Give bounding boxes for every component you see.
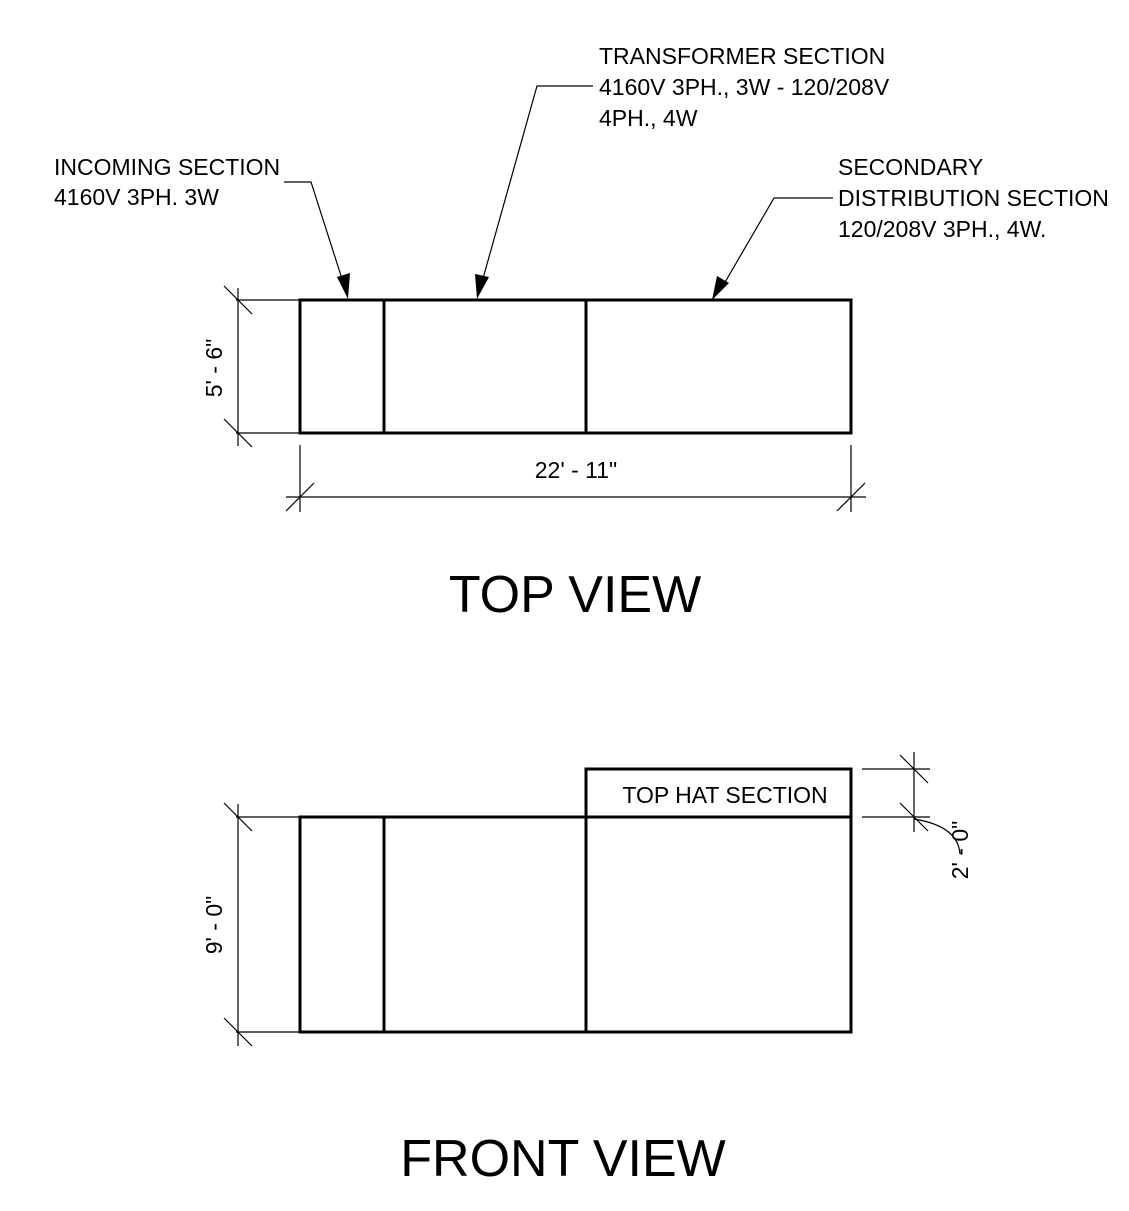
transformer-line-3: 4PH., 4W (599, 105, 698, 131)
height-dimension-text: 9' - 0" (201, 896, 227, 955)
incoming-line-2: 4160V 3PH. 3W (54, 184, 219, 210)
depth-dimension-text: 5' - 6" (201, 339, 227, 398)
top-view-enclosure (298, 298, 853, 435)
arrow-icon (337, 273, 350, 299)
depth-dimension: 5' - 6" (201, 285, 300, 448)
length-dimension: 22' - 11" (285, 445, 866, 512)
incoming-line-1: INCOMING SECTION (54, 154, 280, 180)
top-view-title: TOP VIEW (449, 566, 701, 624)
secondary-section-callout: SECONDARY DISTRIBUTION SECTION 120/208V … (712, 154, 1109, 300)
arrow-icon (475, 274, 489, 299)
front-view-enclosure (298, 815, 853, 1034)
top-view: 5' - 6" 22' - 11" INCOMING SECTION 4160V… (54, 43, 1109, 624)
secondary-line-3: 120/208V 3PH., 4W. (838, 216, 1046, 242)
top-hat-label: TOP HAT SECTION (622, 782, 827, 808)
transformer-section-callout: TRANSFORMER SECTION 4160V 3PH., 3W - 120… (475, 43, 890, 299)
secondary-line-2: DISTRIBUTION SECTION (838, 185, 1109, 211)
top-hat-dimension: 2' - 0" (862, 752, 973, 879)
arrow-icon (712, 276, 729, 300)
length-dimension-text: 22' - 11" (535, 457, 617, 483)
top-hat-dimension-text: 2' - 0" (947, 821, 973, 880)
transformer-line-1: TRANSFORMER SECTION (599, 43, 885, 69)
incoming-section-callout: INCOMING SECTION 4160V 3PH. 3W (54, 154, 350, 299)
transformer-line-2: 4160V 3PH., 3W - 120/208V (599, 74, 890, 100)
secondary-line-1: SECONDARY (838, 154, 983, 180)
top-hat-section (584, 767, 853, 819)
height-dimension: 9' - 0" (201, 802, 300, 1047)
front-view: TOP HAT SECTION 9' - 0" 2' - 0" FRONT VI… (201, 752, 973, 1188)
front-view-title: FRONT VIEW (400, 1130, 725, 1188)
